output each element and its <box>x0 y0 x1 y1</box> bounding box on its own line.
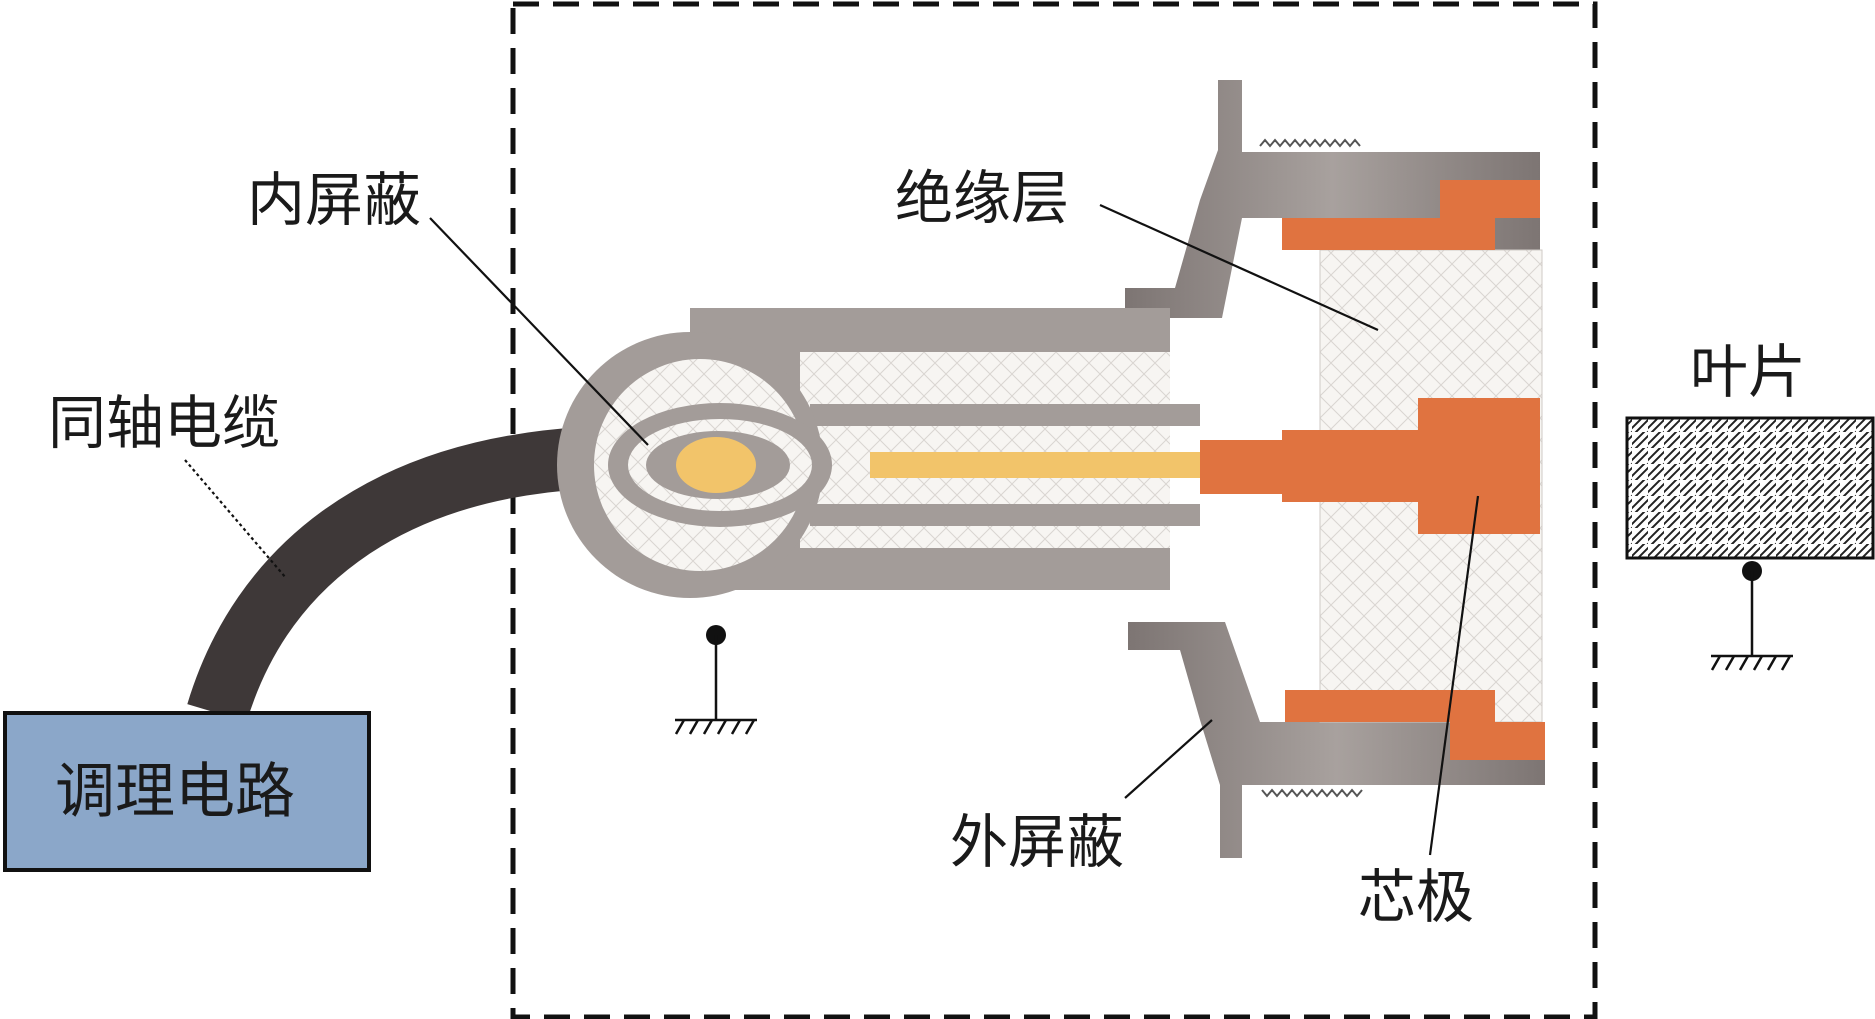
ground-icon <box>674 625 757 735</box>
outer-shield-upper <box>1125 80 1540 318</box>
inner-rail-upper <box>810 404 1200 426</box>
leader-insulation <box>1099 203 1379 332</box>
leader-core <box>1428 495 1480 856</box>
blade-block <box>1625 416 1875 560</box>
label-coax-cable: 同轴电缆 <box>48 389 280 457</box>
core-electrode <box>1200 398 1540 534</box>
leader-coax <box>184 459 287 579</box>
inner-conductor <box>870 452 1202 478</box>
thread-lower <box>1261 788 1363 798</box>
leader-inner-shield <box>429 217 649 446</box>
inner-core-dot <box>676 437 756 493</box>
core-cap-upper <box>1282 180 1540 250</box>
leader-outer-shield <box>1124 719 1213 799</box>
ground-icon <box>1710 561 1793 671</box>
core-cap-lower <box>1285 690 1545 760</box>
thread-upper <box>1259 138 1361 148</box>
label-core-electrode: 芯极 <box>1358 863 1474 931</box>
label-conditioning-circuit: 调理电路 <box>55 757 295 827</box>
label-insulation: 绝缘层 <box>895 164 1069 232</box>
inner-rail-lower <box>810 504 1200 526</box>
label-outer-shield: 外屏蔽 <box>950 808 1124 876</box>
conditioning-circuit-box <box>3 711 371 872</box>
label-inner-shield: 内屏蔽 <box>247 166 421 234</box>
sensor-boundary <box>510 1 1598 1019</box>
label-blade: 叶片 <box>1690 338 1806 406</box>
outer-shield-lower <box>1128 622 1545 858</box>
coax-cable <box>187 427 587 723</box>
